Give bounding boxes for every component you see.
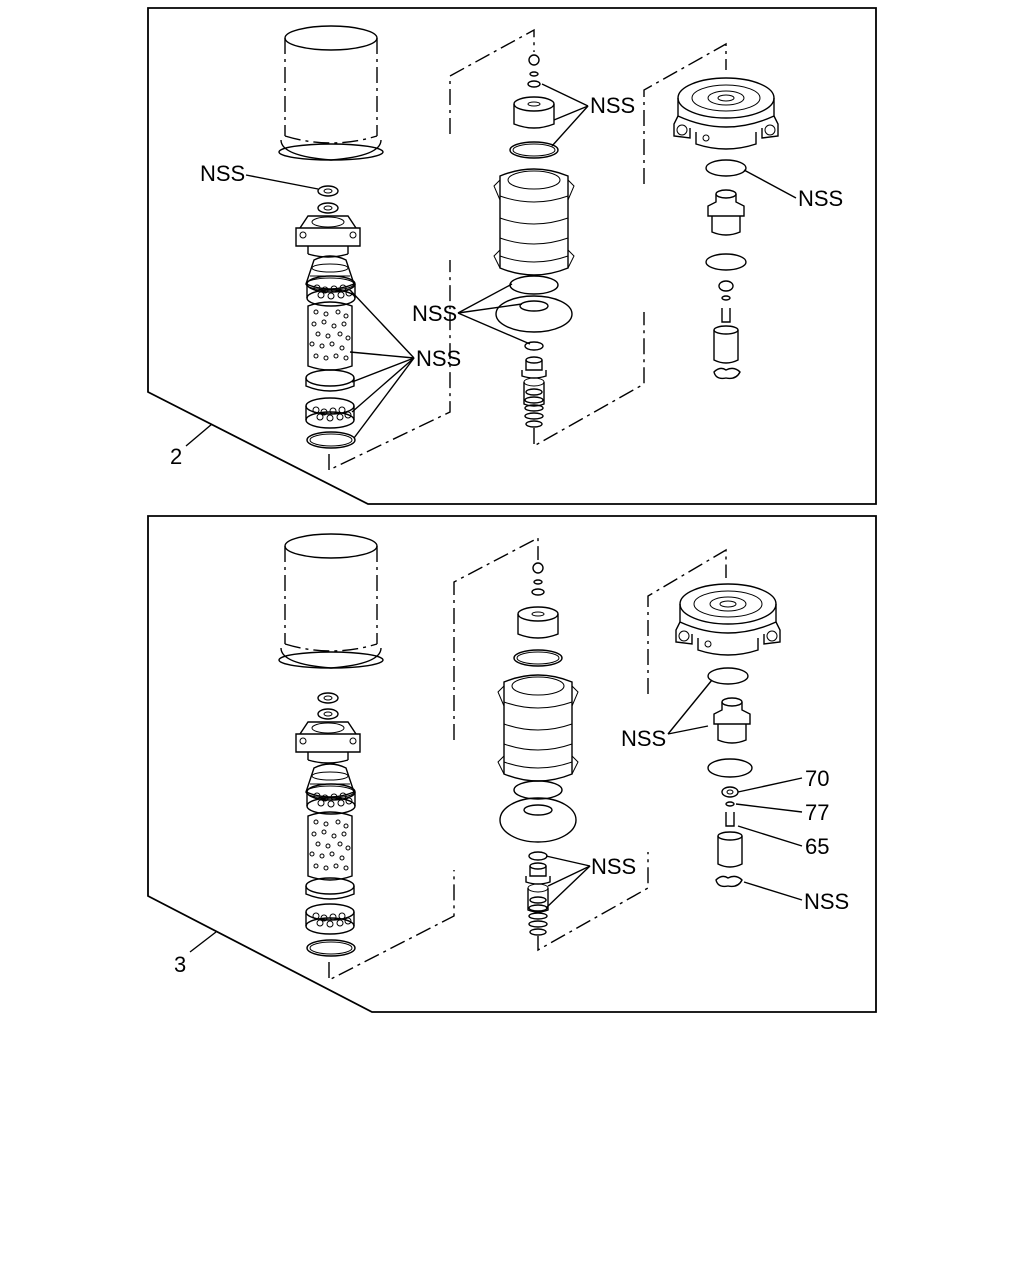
valve-body [707,189,745,236]
label-nss-cartridge: NSS [416,346,461,371]
sleeve [717,836,743,868]
washer [317,185,339,197]
small-o-ring [524,341,544,351]
panel-2-leader [185,423,213,447]
disc [305,369,355,392]
bead-disc-lower [305,397,355,429]
nut [528,54,540,66]
o-ring-mid [513,649,563,667]
label-nss-plunger: NSS [591,854,636,879]
part-77 [725,801,735,807]
o-ring-right [707,667,749,685]
o-ring-mid [509,141,559,159]
label-65: 65 [805,834,829,859]
panel-2-frame [147,7,877,505]
valve-body [713,697,751,744]
label-nss-washer: NSS [200,161,245,186]
label-nss-gasket: NSS [804,889,849,914]
part-70 [721,786,739,798]
gasket [715,875,743,888]
center-body [493,168,575,276]
panel-3-frame [147,515,877,1013]
label-70: 70 [805,766,829,791]
sleeve [713,330,739,364]
spring [524,388,544,428]
small-washer [718,280,734,292]
label-nss-valve: NSS [621,726,666,751]
dome-cap [305,763,355,799]
label-nss-o-ring: NSS [798,186,843,211]
bead-disc-upper [306,783,356,815]
nut [532,562,544,574]
disc [305,877,355,900]
screw [721,308,731,323]
snap-ring [705,253,747,271]
seal-ring [513,780,563,800]
top-housing [673,77,779,150]
label-nss-piston: NSS [590,93,635,118]
o-ring-lower [306,431,356,449]
label-77: 77 [805,800,829,825]
desiccant-cartridge [307,811,353,881]
bead-disc-lower [305,903,355,935]
filter-cover [295,202,361,258]
panel-3: 3 [147,515,877,1013]
filter-canister [278,533,384,669]
desiccant-cartridge [307,301,353,371]
label-nss-diaphragm: NSS [412,301,457,326]
piston-top [513,96,555,129]
o-ring-right [705,159,747,177]
diaphragm [499,797,577,843]
filter-canister [278,25,384,161]
o-ring-lower [306,939,356,957]
part-65 [725,812,735,827]
center-body [497,674,579,782]
panel-3-leader [189,931,217,953]
seal-ring [509,275,559,295]
piston-top [517,606,559,639]
diaphragm [495,295,573,333]
panel-3-callout: 3 [174,952,186,977]
washer [317,692,339,704]
gasket [713,367,741,380]
dome-cap [305,255,355,291]
filter-cover [295,708,361,764]
top-housing [675,583,781,656]
snap-ring [707,758,753,778]
small-o-ring [528,851,548,861]
panel-2: 2 [147,7,877,505]
spring [528,896,548,936]
panel-2-callout: 2 [170,444,182,469]
